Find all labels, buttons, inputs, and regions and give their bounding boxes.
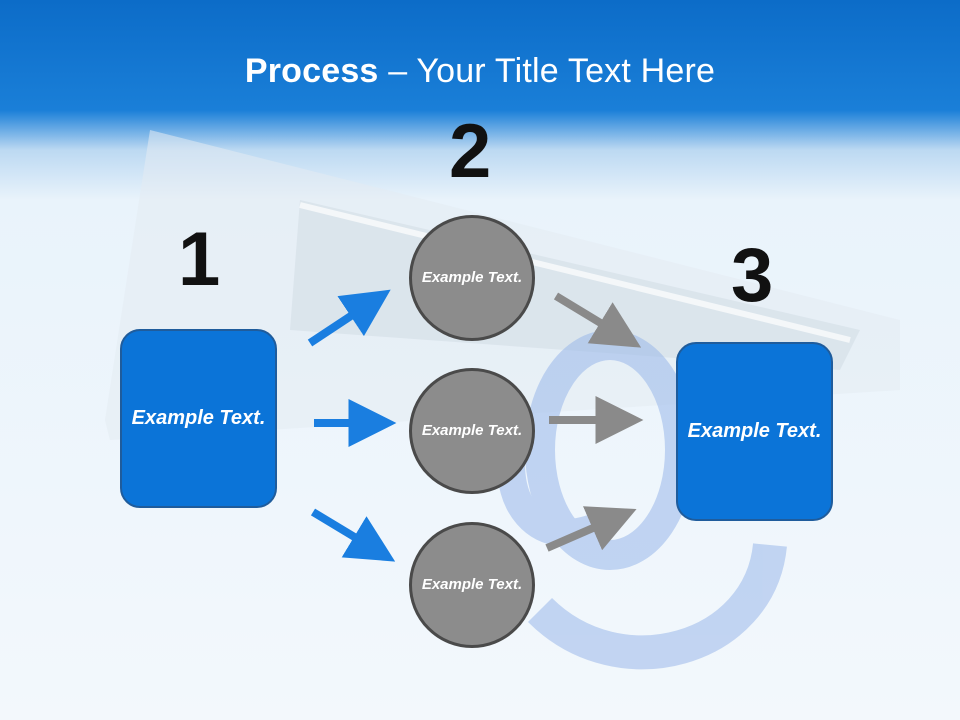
step-number-2: 2 [449, 109, 492, 194]
step-number-1: 1 [178, 217, 221, 302]
step-1-text: Example Text. [131, 407, 266, 429]
step-1-box: Example Text. [120, 329, 277, 508]
arrow-gray-up [545, 506, 637, 552]
arrow-up-right [307, 289, 391, 347]
circle-bottom-text: Example Text. [421, 575, 523, 593]
circle-bottom: Example Text. [409, 522, 535, 648]
circle-top: Example Text. [409, 215, 535, 341]
circle-top-text: Example Text. [421, 268, 523, 286]
title-rest: – Your Title Text Here [378, 52, 716, 90]
title-bold: Process [244, 52, 379, 90]
arrow-gray-down [553, 292, 642, 348]
arrow-down-right [310, 508, 396, 562]
slide-title: Process – Your Title Text Here [0, 52, 960, 91]
step-3-box: Example Text. [676, 342, 833, 521]
circle-middle-text: Example Text. [421, 421, 523, 439]
circle-middle: Example Text. [409, 368, 535, 494]
step-3-text: Example Text. [687, 420, 822, 442]
step-number-3: 3 [731, 233, 774, 318]
